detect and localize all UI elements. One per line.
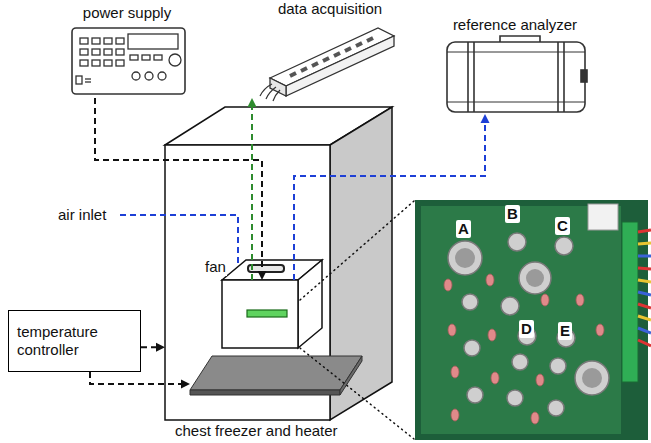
freezer-outline	[165, 107, 392, 420]
caption-text: chest freezer and heater	[175, 422, 338, 440]
connector	[95, 98, 267, 280]
box-text: temperature controller	[17, 323, 132, 359]
freezer-box: chest freezer and heaterfan	[165, 145, 330, 420]
inlet-label: air inlet	[58, 206, 106, 224]
callout-letter: E	[558, 322, 572, 340]
arrowhead	[481, 114, 490, 123]
arrowhead	[156, 343, 165, 352]
data-acquisition-icon	[260, 28, 394, 101]
callout-letter: B	[505, 205, 520, 223]
connector	[248, 98, 257, 280]
zoom-leader	[300, 201, 414, 439]
connector-line	[90, 372, 182, 384]
part-name: fan	[204, 258, 227, 276]
device-name: data acquisition	[250, 0, 410, 18]
device-name: power supply	[62, 4, 192, 22]
chamber-outline	[222, 260, 322, 348]
callout-letter: C	[555, 217, 570, 235]
callout-letter: A	[456, 220, 471, 238]
data-acquisition: data acquisition	[250, 0, 410, 98]
heater-plate	[190, 356, 362, 395]
connector	[294, 114, 490, 280]
arrowhead	[181, 380, 190, 389]
power-supply: power supply	[62, 4, 192, 98]
arrowhead	[258, 271, 267, 280]
fan-symbol	[248, 265, 284, 272]
connector-line	[141, 346, 157, 348]
connector-line	[294, 122, 485, 280]
callout-letter: D	[519, 320, 534, 338]
arrowhead	[248, 98, 257, 107]
power-supply-icon	[72, 28, 185, 94]
test-chamber: fan	[222, 280, 298, 348]
pcb-photo	[415, 200, 651, 440]
connector-line	[95, 98, 262, 272]
sensor-board	[247, 310, 287, 317]
process-box: temperature controller	[8, 310, 141, 372]
device-name: reference analyzer	[440, 16, 590, 34]
reference-analyzer: reference analyzer	[440, 16, 590, 114]
reference-analyzer-icon	[447, 36, 587, 112]
connector-line	[251, 106, 253, 280]
